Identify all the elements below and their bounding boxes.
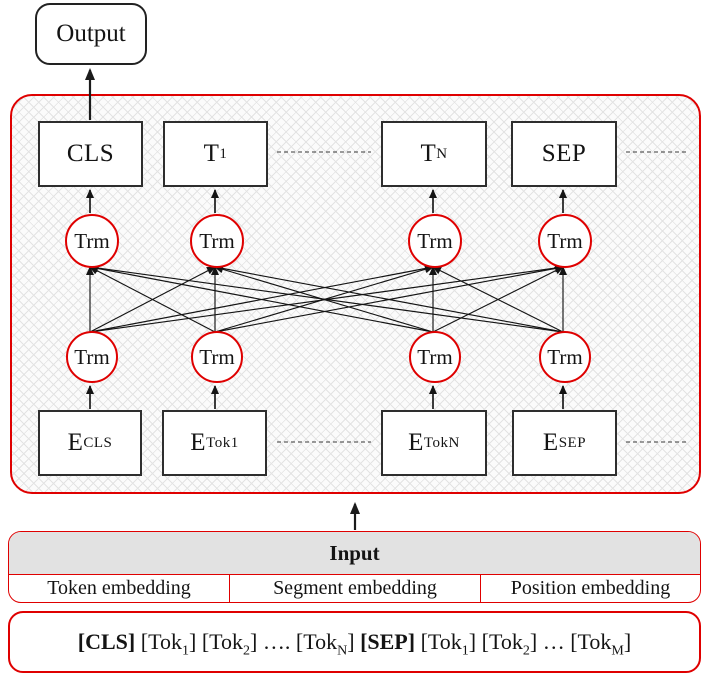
trm-node-lower-1: Trm (66, 331, 118, 383)
input-header: Input (9, 532, 700, 575)
cls-output-box: CLS (38, 121, 143, 187)
output-label: Output (56, 20, 126, 47)
embedding-cell-position: Position embedding (510, 577, 671, 599)
output-box: Output (35, 3, 147, 65)
trm-node-upper-4: Trm (538, 214, 592, 268)
embedding-cell-token: Token embedding (47, 577, 191, 599)
token-sequence-text: [CLS] [Tok1] [Tok2] …. [TokN] [SEP] [Tok… (77, 629, 632, 659)
token-sequence-box: [CLS] [Tok1] [Tok2] …. [TokN] [SEP] [Tok… (8, 611, 701, 673)
tn-label: T (420, 140, 437, 167)
input-panel: Input Token embedding Segment embedding … (8, 531, 701, 603)
t1-label: T (203, 140, 220, 167)
embedding-row: Token embedding Segment embedding Positi… (9, 575, 700, 602)
trm-node-lower-2: Trm (191, 331, 243, 383)
sep-output-box: SEP (511, 121, 617, 187)
trm-node-lower-4: Trm (539, 331, 591, 383)
trm-node-lower-3: Trm (409, 331, 461, 383)
trm-node-upper-3: Trm (408, 214, 462, 268)
cls-label: CLS (66, 140, 115, 167)
trm-node-upper-2: Trm (190, 214, 244, 268)
trm-node-upper-1: Trm (65, 214, 119, 268)
input-title: Input (329, 540, 380, 565)
embedding-cell-segment: Segment embedding (229, 575, 481, 602)
sep-label: SEP (541, 140, 587, 167)
